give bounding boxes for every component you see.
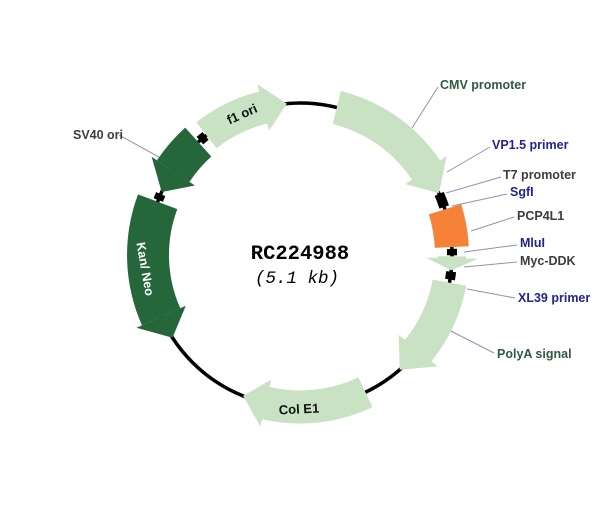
feature-label-sv40-ori: SV40 ori: [73, 128, 123, 142]
tick-kan-sv40: [153, 192, 166, 202]
feature-label-myc-ddk: Myc-DDK: [520, 254, 576, 268]
connector-line-t7-promoter: [445, 176, 502, 194]
feature-label-t7-promoter: T7 promoter: [503, 168, 576, 182]
feature-label-pcp4l1: PCP4L1: [517, 209, 564, 223]
feature-kan-neo: [127, 194, 186, 338]
feature-label-mlui: MluI: [520, 236, 545, 250]
inner-label-col-e1: Col E1: [278, 400, 319, 417]
connector-line-vp15-primer: [446, 146, 491, 173]
connector-line-cmv-promoter: [411, 86, 439, 129]
connector-line-mlui: [463, 244, 518, 253]
feature-label-sgfi: SgfI: [510, 185, 534, 199]
connector-line-xl39-primer: [466, 288, 516, 299]
tick-sgfi-t7: [434, 191, 449, 209]
feature-sv40-ori: [151, 127, 212, 192]
connector-line-polya-signal: [442, 326, 495, 354]
feature-label-polya-signal: PolyA signal: [497, 347, 572, 361]
feature-polya-signal: [398, 279, 467, 370]
feature-label-xl39-primer: XL39 primer: [518, 291, 590, 305]
feature-col-e1: [243, 377, 373, 427]
connector-line-pcp4l1: [470, 216, 515, 232]
feature-label-cmv-promoter: CMV promoter: [440, 78, 526, 92]
feature-pcp4l1: [428, 204, 469, 248]
feature-label-vp15-primer: VP1.5 primer: [492, 138, 569, 152]
plasmid-name: RC224988: [251, 243, 349, 266]
connector-line-myc-ddk: [463, 261, 518, 268]
feature-cmv-promoter: [332, 91, 447, 194]
plasmid-size-label: (5.1 kb): [255, 269, 339, 289]
tick-sv40-f1: [196, 131, 209, 145]
feature-f1-ori: [196, 84, 287, 149]
connector-line-sgfi: [451, 193, 508, 207]
tick-myc-polya: [445, 271, 457, 281]
feature-myc-ddk: [426, 256, 478, 271]
